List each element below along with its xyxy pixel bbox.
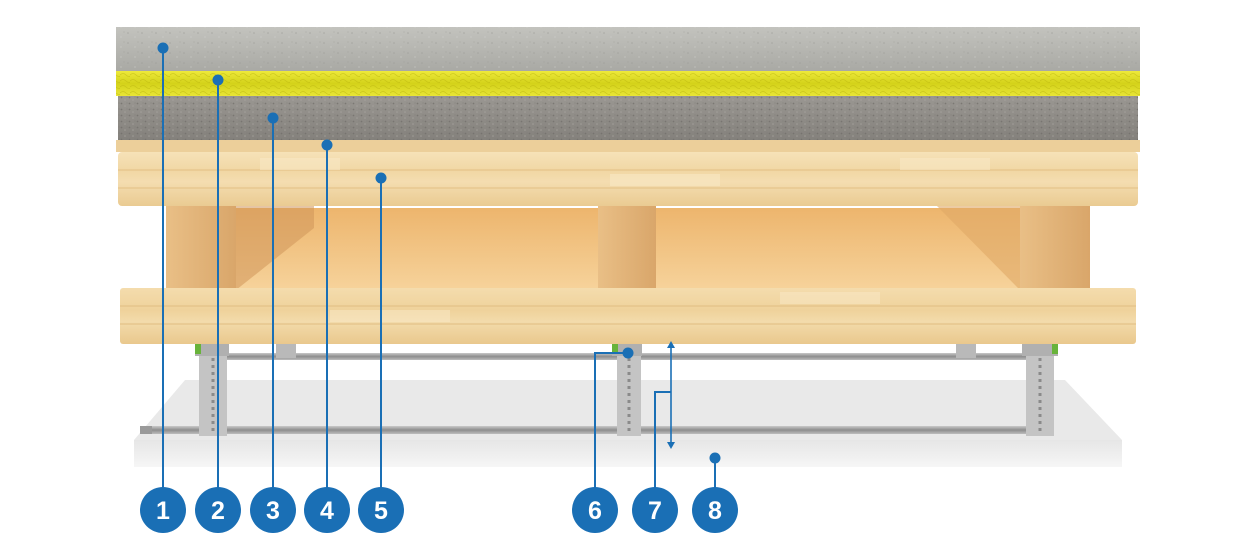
callout-badge-2: 2 <box>195 487 241 533</box>
leader-lines <box>162 48 716 492</box>
leader-dot-8 <box>709 452 721 464</box>
top-timber-slab <box>116 140 1140 206</box>
leader-line-6 <box>594 352 628 492</box>
timber-ribs <box>166 206 1090 290</box>
leader-dot-1 <box>157 42 169 54</box>
callout-number-5: 5 <box>374 497 388 525</box>
callout-number-4: 4 <box>320 497 334 525</box>
leader-dot-6 <box>622 347 634 359</box>
callout-number-3: 3 <box>266 497 280 525</box>
callout-number-1: 1 <box>156 497 170 525</box>
callout-badge-3: 3 <box>250 487 296 533</box>
concrete-top-layer <box>116 27 1140 71</box>
leader-dot-4 <box>321 139 333 151</box>
hanger-left <box>195 344 229 436</box>
callout-number-2: 2 <box>211 497 225 525</box>
bottom-timber-slab <box>120 288 1136 344</box>
callout-number-8: 8 <box>708 497 722 525</box>
callout-badge-7: 7 <box>632 487 678 533</box>
callout-badge-4: 4 <box>304 487 350 533</box>
callout-badge-8: 8 <box>692 487 738 533</box>
callout-badge-1: 1 <box>140 487 186 533</box>
callout-badges: 1 2 3 4 5 6 7 8 <box>140 487 738 533</box>
callout-number-6: 6 <box>588 497 602 525</box>
cavity-height-arrow <box>667 341 675 449</box>
leader-dot-5 <box>375 172 387 184</box>
leader-dot-3 <box>267 112 279 124</box>
leader-dots <box>157 42 721 464</box>
clip-back-left <box>276 344 296 358</box>
callout-number-7: 7 <box>648 497 662 525</box>
screed-layer <box>118 96 1138 140</box>
hangers <box>195 344 1058 436</box>
clip-back-right <box>956 344 976 358</box>
callout-badge-6: 6 <box>572 487 618 533</box>
leader-dot-2 <box>212 74 224 86</box>
leader-line-7 <box>654 391 671 492</box>
hanger-center <box>612 344 642 436</box>
insulation-layer <box>116 71 1140 96</box>
hanger-right <box>1022 344 1058 436</box>
callout-badge-5: 5 <box>358 487 404 533</box>
